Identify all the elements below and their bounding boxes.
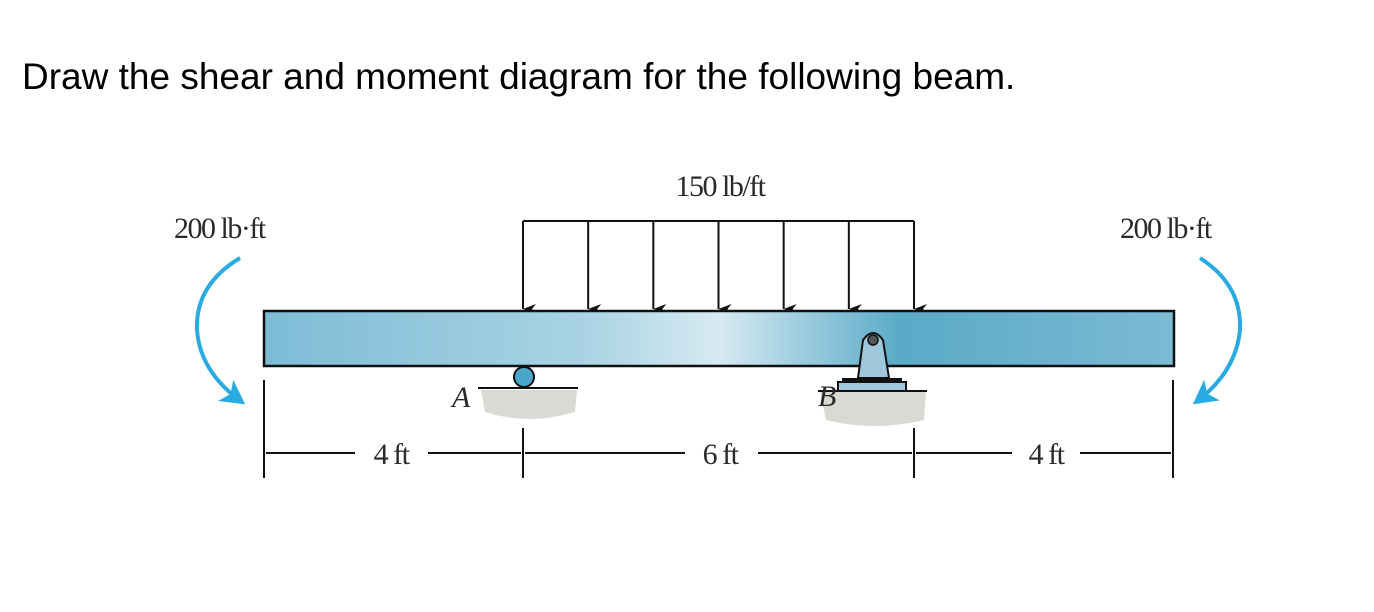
dimension-label-1: 4 ft [374,438,411,471]
dimension-label-3: 4 ft [1029,438,1066,471]
dimension-label-2: 6 ft [703,438,740,471]
pin-support-b [818,332,927,426]
problem-prompt: Draw the shear and moment diagram for th… [22,56,1016,97]
right-moment-label: 200 lb·ft [1120,212,1213,245]
roller-support-a [478,366,578,419]
distributed-load-label: 150 lb/ft [676,170,767,203]
left-moment-label: 200 lb·ft [174,212,267,245]
support-a-label: A [450,381,471,414]
support-b-label: B [818,380,836,413]
left-moment-arrow-icon [194,256,246,405]
distributed-load [522,220,927,314]
right-moment-arrow-icon [1192,256,1243,405]
beam [262,309,1176,368]
dimension-lines [263,380,1174,478]
